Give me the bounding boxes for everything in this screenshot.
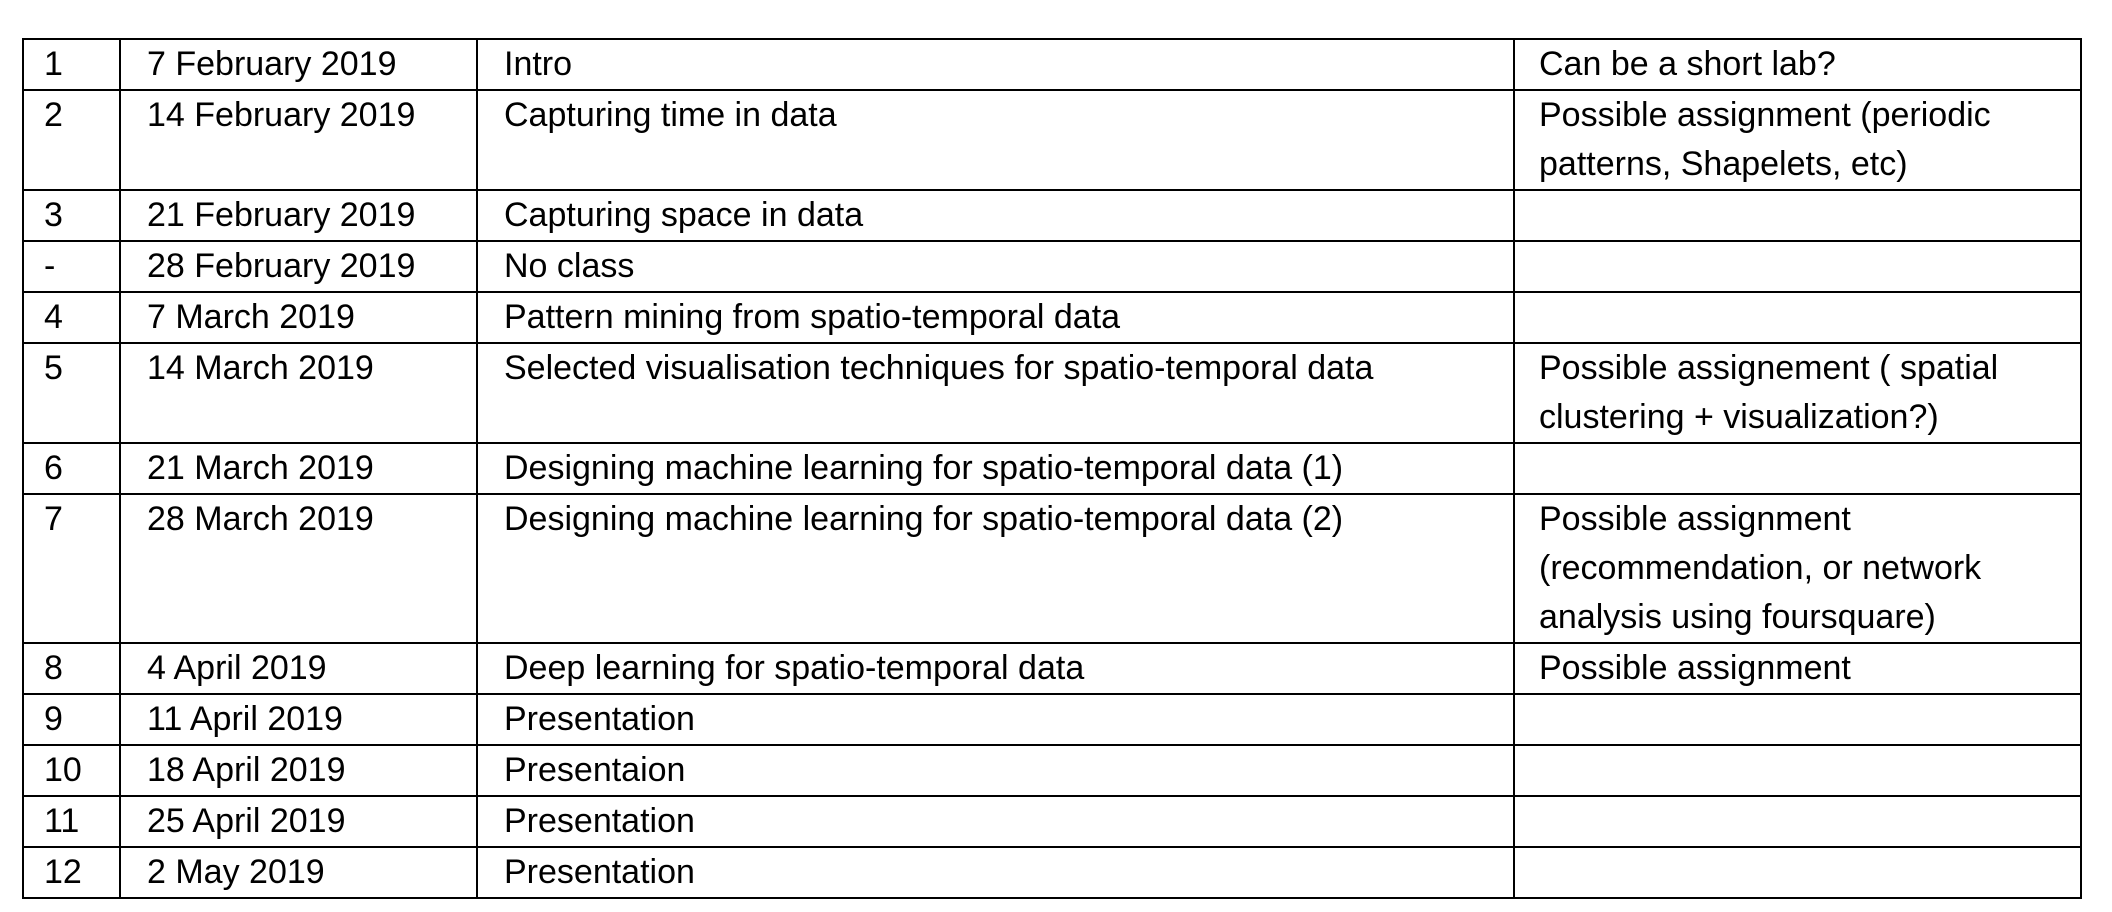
session-note-line: patterns, Shapelets, etc) [1539,145,1908,183]
session-date-cell: 14 February 2019 [119,89,478,191]
session-date-cell: 2 May 2019 [119,846,478,899]
session-number-cell: 10 [22,744,121,797]
session-date-cell: 4 April 2019 [119,642,478,695]
session-number-cell: 2 [22,89,121,191]
session-notes-cell [1513,240,2082,293]
session-notes-cell: Possible assignement ( spatial clustering… [1513,342,2082,444]
session-number-cell: 3 [22,189,121,242]
session-notes-cell [1513,189,2082,242]
session-note-line: clustering + visualization?) [1539,398,1939,436]
session-note-line: Possible assignment [1539,649,1851,687]
session-date-cell: 14 March 2019 [119,342,478,444]
session-number-cell: 8 [22,642,121,695]
session-date-cell: 28 February 2019 [119,240,478,293]
session-topic-cell: Designing machine learning for spatio-te… [476,442,1515,495]
session-topic-cell: Capturing time in data [476,89,1515,191]
session-topic-cell: Presentation [476,693,1515,746]
session-number-cell: 11 [22,795,121,848]
session-date-cell: 28 March 2019 [119,493,478,644]
session-notes-cell [1513,795,2082,848]
session-note-line: analysis using foursquare) [1539,598,1936,636]
session-notes-cell [1513,846,2082,899]
session-date-cell: 21 February 2019 [119,189,478,242]
session-notes-cell: Possible assignment (periodic patterns, S… [1513,89,2082,191]
session-notes-cell: Possible assignment [1513,642,2082,695]
session-notes-cell [1513,442,2082,495]
session-date-cell: 7 March 2019 [119,291,478,344]
session-topic-cell: Capturing space in data [476,189,1515,242]
session-notes-cell: Can be a short lab? [1513,38,2082,91]
session-number-cell: 9 [22,693,121,746]
session-topic-cell: Presentaion [476,744,1515,797]
session-number-cell: 12 [22,846,121,899]
session-date-cell: 7 February 2019 [119,38,478,91]
session-topic-cell: Presentation [476,846,1515,899]
session-note-line: Possible assignment [1539,500,1851,538]
session-number-cell: 4 [22,291,121,344]
session-topic-cell: Presentation [476,795,1515,848]
session-note-line: Can be a short lab? [1539,45,1836,83]
session-number-cell: 7 [22,493,121,644]
session-number-cell: 1 [22,38,121,91]
session-topic-cell: Designing machine learning for spatio-te… [476,493,1515,644]
session-date-cell: 21 March 2019 [119,442,478,495]
session-number-cell: 5 [22,342,121,444]
session-topic-cell: Pattern mining from spatio-temporal data [476,291,1515,344]
session-topic-cell: No class [476,240,1515,293]
session-notes-cell [1513,291,2082,344]
session-topic-cell: Selected visualisation techniques for sp… [476,342,1515,444]
session-notes-cell [1513,693,2082,746]
session-date-cell: 25 April 2019 [119,795,478,848]
session-topic-cell: Deep learning for spatio-temporal data [476,642,1515,695]
session-number-cell: 6 [22,442,121,495]
session-notes-cell: Possible assignment (recommendation, or n… [1513,493,2082,644]
session-note-line: Possible assignement ( spatial [1539,349,1999,387]
session-date-cell: 18 April 2019 [119,744,478,797]
session-notes-cell [1513,744,2082,797]
session-date-cell: 11 April 2019 [119,693,478,746]
session-topic-cell: Intro [476,38,1515,91]
session-note-line: Possible assignment (periodic [1539,96,1991,134]
session-note-line: (recommendation, or network [1539,549,1982,587]
session-number-cell: - [22,240,121,293]
